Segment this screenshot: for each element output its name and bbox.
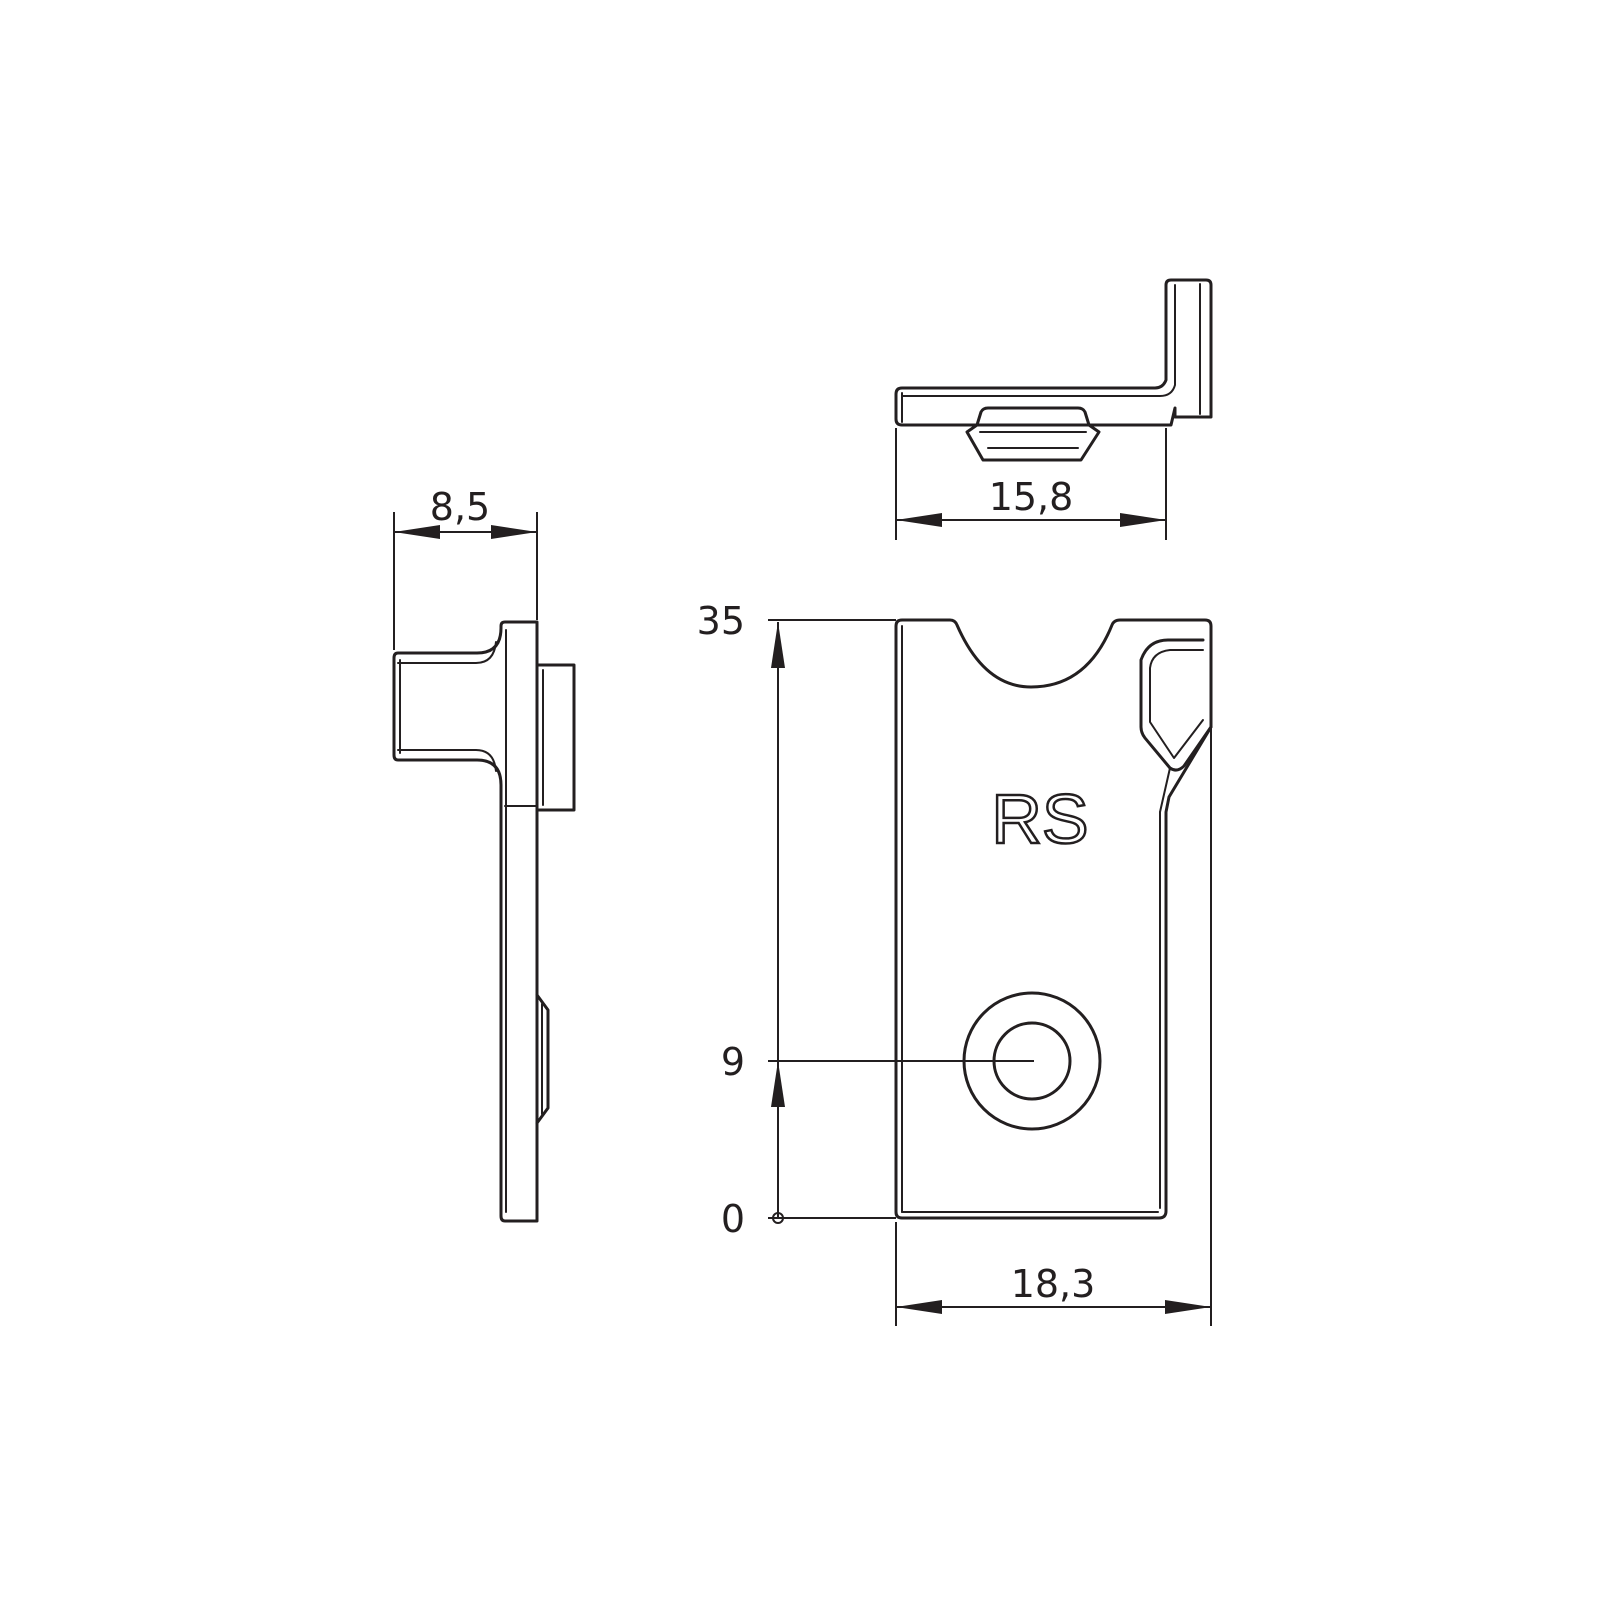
top-dim-arrow-right — [1120, 513, 1166, 527]
side-dim-arrow-right — [491, 525, 537, 539]
ordinate-label-base: 0 — [721, 1197, 745, 1241]
top-view-bend-line — [901, 284, 1176, 397]
front-width-label: 18,3 — [1011, 1262, 1096, 1306]
ordinate-arrow-hole — [771, 1061, 785, 1107]
ordinate-origin-circle — [772, 1212, 784, 1224]
top-dim-arrow-left — [896, 513, 942, 527]
top-view-outline — [894, 278, 1213, 427]
front-view-outline — [894, 618, 1213, 1220]
top-view-dimension: 15,8 — [895, 428, 1167, 540]
front-view-hook-slot — [1139, 638, 1213, 772]
side-view-plate-outline — [392, 620, 539, 1223]
part-marking: RS — [991, 780, 1088, 858]
front-view-hook-slot-inner — [1149, 649, 1204, 759]
side-view-back-lug — [535, 663, 576, 812]
side-view-boss-inner-top — [397, 641, 497, 664]
front-view-height-scale: 35 9 0 — [697, 599, 1034, 1241]
side-view-dimension: 8,5 — [393, 485, 538, 650]
ordinate-label-hole: 9 — [721, 1040, 745, 1084]
ordinate-arrow-top — [771, 622, 785, 668]
side-depth-label: 8,5 — [430, 485, 490, 529]
front-dim-arrow-left — [896, 1300, 942, 1314]
front-dim-arrow-right — [1165, 1300, 1211, 1314]
front-view-width-dimension: 18,3 — [895, 628, 1212, 1326]
side-view-countersink-boss — [535, 993, 550, 1125]
front-view-hook-edge — [1159, 767, 1171, 813]
side-dim-arrow-left — [394, 525, 440, 539]
top-view — [894, 278, 1213, 462]
front-view: RS — [894, 618, 1213, 1220]
ordinate-label-top: 35 — [697, 599, 745, 643]
top-view-countersink — [965, 406, 1101, 462]
top-width-label: 15,8 — [989, 475, 1074, 519]
side-view-boss-inner-bottom — [397, 749, 497, 772]
side-view — [392, 620, 576, 1223]
